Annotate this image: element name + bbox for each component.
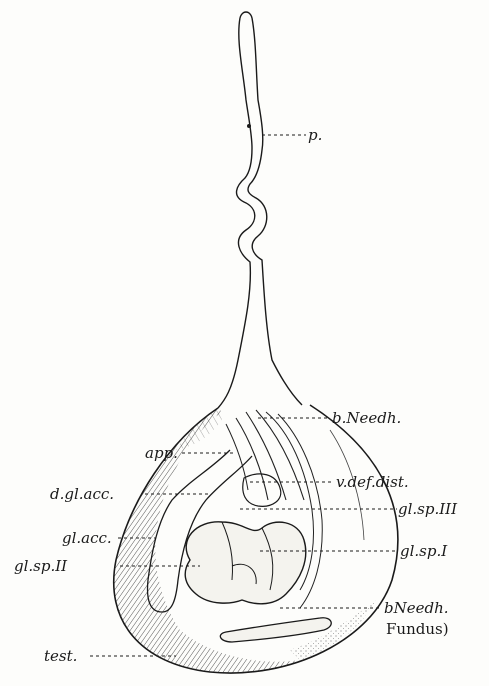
fundus-tube (220, 618, 331, 642)
label-gl-sp-ii: gl.sp.II (14, 558, 67, 574)
label-fundus: Fundus) (386, 621, 449, 637)
label-v-def-dist: v.def.dist. (336, 474, 409, 490)
penis-tube-inner (248, 18, 302, 405)
label-gl-sp-iii: gl.sp.III (398, 501, 457, 517)
label-gl-acc: gl.acc. (62, 530, 112, 546)
label-b-needh: b.Needh. (332, 410, 401, 426)
label-p: p. (308, 127, 322, 143)
label-b-needh-fundus: bNeedh. (384, 600, 449, 616)
label-gl-sp-i: gl.sp.I (400, 543, 447, 559)
label-app: app. (145, 445, 178, 461)
penis-tube (218, 18, 255, 408)
gl-sp-coil (185, 522, 306, 604)
label-d-gl-acc: d.gl.acc. (50, 486, 114, 502)
penis-pore (247, 124, 251, 128)
label-test: test. (44, 648, 77, 664)
